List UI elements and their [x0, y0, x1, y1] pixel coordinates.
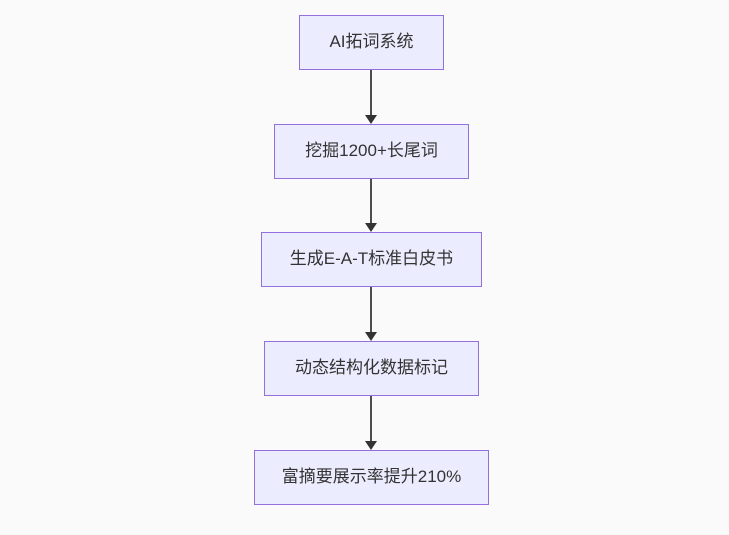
edge-line: [370, 70, 372, 115]
flow-node-eat-whitepaper: 生成E-A-T标准白皮书: [261, 232, 482, 287]
edge-line: [370, 287, 372, 332]
node-label: 动态结构化数据标记: [295, 358, 448, 378]
arrow-down-icon: [365, 332, 377, 341]
edge-line: [370, 179, 372, 223]
node-label: 富摘要展示率提升210%: [281, 467, 462, 487]
flow-node-ai-keyword-system: AI拓词系统: [299, 15, 444, 70]
node-label: 挖掘1200+长尾词: [305, 141, 438, 161]
edge-connector-2: [365, 179, 377, 232]
flow-node-longtail-mining: 挖掘1200+长尾词: [274, 124, 469, 179]
arrow-down-icon: [365, 115, 377, 124]
flow-node-rich-snippet-result: 富摘要展示率提升210%: [254, 450, 489, 505]
edge-connector-3: [365, 287, 377, 341]
edge-connector-1: [365, 70, 377, 124]
arrow-down-icon: [365, 441, 377, 450]
arrow-down-icon: [365, 223, 377, 232]
edge-connector-4: [365, 396, 377, 450]
node-label: 生成E-A-T标准白皮书: [289, 249, 454, 269]
flow-node-structured-data-markup: 动态结构化数据标记: [264, 341, 479, 396]
edge-line: [370, 396, 372, 441]
node-label: AI拓词系统: [329, 32, 414, 52]
